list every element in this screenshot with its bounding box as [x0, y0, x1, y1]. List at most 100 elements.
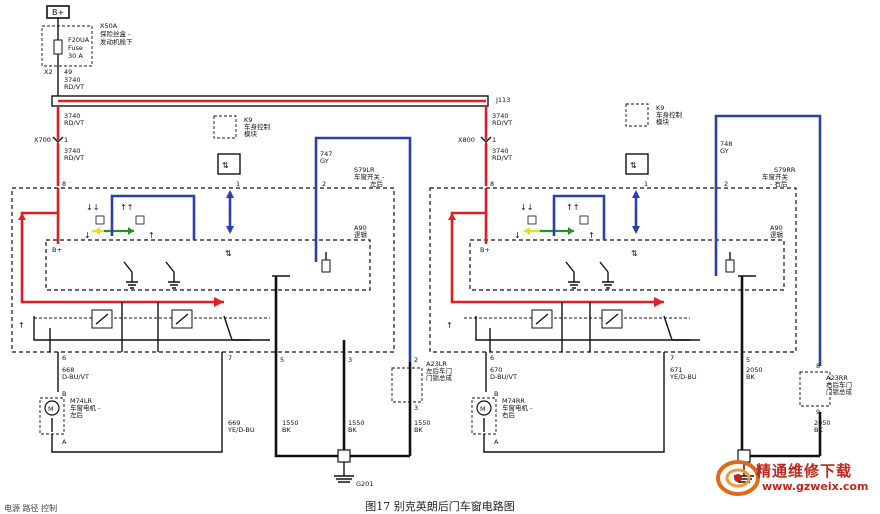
right-logic-box	[469, 239, 785, 291]
watermark: 精通维修下载 www.gzweix.com	[712, 448, 878, 508]
left-switch-housing	[11, 187, 395, 353]
left-arrow-down-down: ↓↓	[86, 203, 99, 212]
left-motor-name-2: 左后	[70, 410, 84, 419]
left-motor-wire-circuit: 668	[62, 366, 74, 374]
left-motor-wire-color: D-BU/VT	[62, 373, 89, 381]
right-ground2-color: BK	[814, 426, 823, 434]
right-bcm-name-1: 车身控制	[656, 110, 683, 119]
left-ground3-color: BK	[414, 426, 423, 434]
left-bcm-pin: 1	[236, 180, 240, 188]
left-logic-box	[45, 239, 371, 291]
right-wire2-color: YE/D-BU	[669, 373, 697, 381]
left-bcm-name-2: 模块	[244, 129, 258, 138]
left-door-name-2: 门锁总成	[426, 373, 453, 382]
right-door-circuit: 3740 RD/VT X800 1 3740 RD/VT S79RR 车窗开关 …	[429, 103, 853, 483]
right-connector: X800	[458, 136, 475, 144]
right-door-lock-box	[799, 371, 831, 407]
left-ground2-circuit: 1550	[348, 419, 365, 427]
left-door-lock-box	[391, 367, 423, 403]
right-pin-2: 2	[724, 180, 728, 188]
left-pin-7: 7	[228, 354, 232, 362]
right-bcm-name-2: 模块	[656, 117, 670, 126]
right-motor-wire-color: D-BU/VT	[490, 373, 517, 381]
right-pin-8: 8	[490, 180, 494, 188]
right-blue-circuit: 748	[720, 140, 732, 148]
left-blue-circuit: 747	[320, 150, 332, 158]
left-door-pin-top: 2	[414, 356, 418, 364]
left-wire2-circuit: 669	[228, 419, 240, 427]
right-wire-bot-circuit: 3740	[492, 147, 509, 155]
right-blue-color: GY	[720, 147, 729, 155]
left-bplus: B+	[52, 246, 62, 254]
left-switch-name-1: 车窗开关 -	[354, 172, 385, 181]
fuse-block: X50A 保险丝盒 - 发动机舱下 F20UA Fuse 30 A X2 49	[41, 22, 133, 76]
right-switch-housing	[429, 187, 797, 353]
fuse-rating: 30 A	[68, 52, 83, 60]
right-door-pin-top: 8	[816, 362, 820, 370]
right-motor-name-1: 车窗电机 -	[502, 403, 533, 412]
right-wire2-circuit: 671	[670, 366, 682, 374]
svg-text:M: M	[48, 405, 54, 413]
fuse-type: Fuse	[68, 44, 83, 52]
watermark-logo-icon	[716, 460, 760, 496]
right-motor-pin-a: A	[494, 438, 499, 446]
svg-text:⇅: ⇅	[631, 249, 638, 258]
left-pin1: 1	[64, 136, 68, 144]
left-logic-name: 逻辑	[354, 230, 368, 239]
left-wire-top-color: RD/VT	[64, 119, 84, 127]
right-switch-name-2: - 右后	[770, 179, 788, 188]
right-ground1-color: BK	[746, 373, 755, 381]
left-door-pin-bot: 3	[414, 404, 418, 412]
svg-text:↓: ↓	[84, 231, 91, 240]
svg-text:↑: ↑	[18, 321, 25, 330]
right-bcm-code: K9	[656, 104, 664, 112]
left-pin-3: 3	[348, 356, 352, 364]
left-blue-color: GY	[320, 157, 329, 165]
svg-text:↓↓: ↓↓	[520, 203, 533, 212]
svg-text:↑: ↑	[588, 231, 595, 240]
left-switch-code: S79LR	[354, 166, 375, 174]
fuse-block-name-1: 保险丝盒 -	[100, 29, 131, 38]
right-door-name-2: 门锁总成	[826, 387, 853, 396]
left-motor-pin-a: A	[62, 438, 67, 446]
right-wire-top-circuit: 3740	[492, 112, 509, 120]
splice-j113: J113	[51, 95, 510, 107]
left-motor-code: M74LR	[70, 397, 93, 405]
right-door-name-1: 右后车门	[826, 380, 852, 389]
corner-note: 电源 路径 控制	[4, 504, 58, 513]
battery-terminal: B+	[46, 5, 70, 19]
svg-text:M: M	[480, 405, 486, 413]
svg-text:↑: ↑	[446, 321, 453, 330]
right-motor-code: M74RR	[502, 397, 525, 405]
figure-caption: 图17 别克英朗后门车窗电路图	[365, 500, 515, 513]
right-motor-wire-circuit: 670	[490, 366, 502, 374]
right-motor-name-2: 右后	[502, 410, 516, 419]
left-logic-code: A90	[354, 224, 367, 232]
right-pin-6: 6	[490, 354, 494, 362]
left-door-circuit: 3740 RD/VT X700 1 3740 RD/VT S79LR 车窗开关 …	[11, 106, 453, 488]
svg-text:⇅: ⇅	[630, 161, 637, 170]
splice-label: J113	[495, 96, 510, 104]
left-ground3-circuit: 1550	[414, 419, 431, 427]
right-bcm-arrow-icon	[625, 153, 649, 175]
left-wire-top-circuit: 3740	[64, 112, 81, 120]
svg-text:⇅: ⇅	[225, 249, 232, 258]
left-bcm-arrow-icon	[217, 153, 241, 175]
fuse-block-code: X50A	[100, 22, 118, 30]
left-ground2-color: BK	[348, 426, 357, 434]
left-motor-pin-b: B	[62, 390, 66, 398]
right-door-pin-bot: 9	[816, 408, 820, 416]
fuse-pin-left: X2	[44, 68, 53, 76]
right-ground1-circuit: 2050	[746, 366, 763, 374]
left-ground-label: G201	[356, 480, 373, 488]
watermark-name: 精通维修下载	[756, 462, 853, 480]
left-pin-6: 6	[62, 354, 66, 362]
left-ground1-circuit: 1550	[282, 419, 299, 427]
right-switch-name-1: 车窗开关	[762, 172, 789, 181]
left-wire-bot-circuit: 3740	[64, 147, 81, 155]
left-wire2-color: YE/D-BU	[227, 426, 255, 434]
left-bcm-box	[213, 115, 237, 139]
left-motor-name-1: 车窗电机 -	[70, 403, 101, 412]
left-connector: X700	[34, 136, 51, 144]
fuse-block-name-2: 发动机舱下	[100, 37, 133, 46]
